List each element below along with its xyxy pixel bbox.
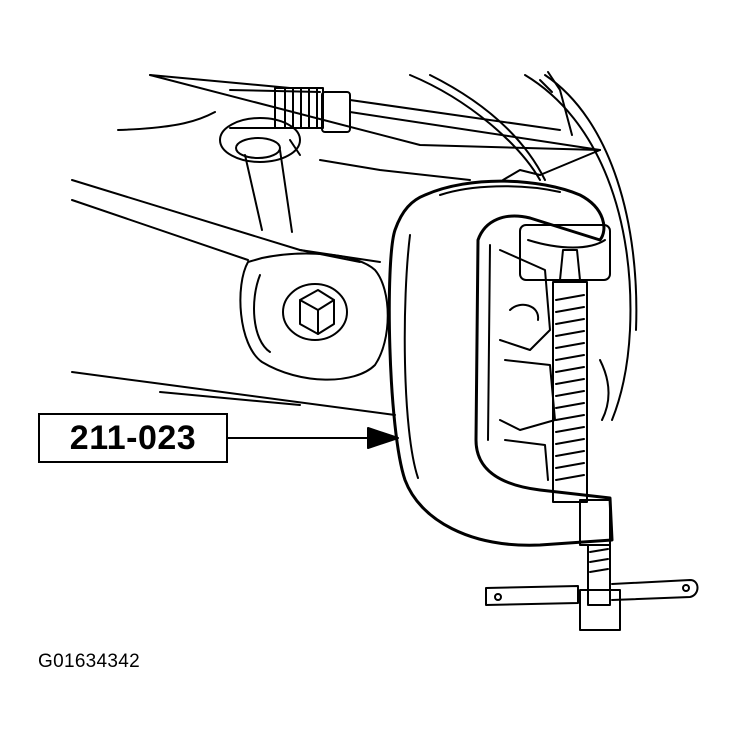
tool-number-callout: 211-023 <box>38 413 228 463</box>
knuckle-detail <box>499 249 610 481</box>
control-arm <box>239 249 389 381</box>
tie-rod <box>229 87 601 151</box>
callout-arrow <box>227 427 399 449</box>
suspension-background <box>71 71 638 421</box>
ball-joint-stud <box>219 117 301 233</box>
figure-id: G01634342 <box>38 651 141 672</box>
tool-number-label: 211-023 <box>69 418 197 457</box>
forcing-screw <box>485 224 699 631</box>
c-frame-press <box>387 149 614 547</box>
